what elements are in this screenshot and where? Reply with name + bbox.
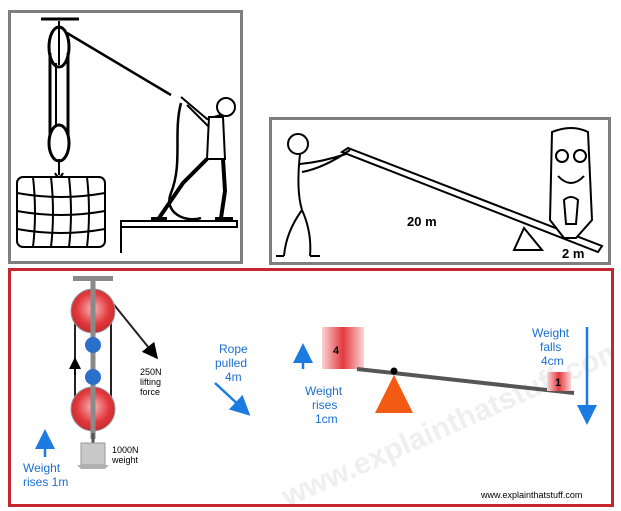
1000n-weight-block (80, 442, 106, 466)
small-pulley-top (85, 337, 101, 353)
seesaw-pivot (390, 367, 398, 375)
short-arm-label: 2 m (562, 246, 584, 261)
credit-url: www.explainthatstuff.com (480, 490, 582, 500)
left-weight-block (322, 327, 364, 369)
seesaw-falls-label-1: Weight (532, 326, 570, 340)
seesaw-falls-label-3: 4cm (541, 354, 564, 368)
lever-man-drawing: 20 m 2 m (276, 127, 604, 261)
platform (120, 220, 238, 228)
seesaw-fulcrum (375, 375, 413, 413)
pulley-ceiling (73, 276, 113, 281)
rope-pulled-label-2: pulled (215, 356, 247, 370)
long-arm-label: 20 m (407, 214, 437, 229)
right-weight-block (547, 372, 571, 391)
pulling-man (151, 96, 236, 221)
left-weight-label: 4 (333, 345, 340, 357)
totem-statue (548, 127, 594, 239)
lever-man-panel: 20 m 2 m (269, 117, 611, 265)
pulley-man-drawing (16, 17, 238, 253)
seesaw-rises-label-1: Weight (305, 384, 343, 398)
seesaw (322, 327, 575, 413)
weight-label-2: weight (111, 455, 139, 465)
rope-pulled-label-3: 4m (225, 370, 242, 384)
lower-pulley (47, 123, 71, 163)
force-label-2: lifting (140, 377, 161, 387)
pulley-rises-label-2: rises 1m (23, 475, 68, 489)
long-lever (339, 146, 604, 254)
rope-pulled-arrow (214, 382, 251, 416)
seesaw-rises-label-2: rises (312, 398, 337, 412)
pull-rope (66, 31, 172, 97)
pulley-man-panel (8, 10, 243, 264)
force-label-3: force (140, 387, 160, 397)
seesaw-falls-label-2: falls (540, 340, 561, 354)
comparison-drawing: www.explainthatstuff.com 250N (23, 276, 611, 504)
pulley-rises-label-1: Weight (23, 461, 61, 475)
pulley-system (69, 276, 159, 469)
rope-pulled-label-1: Rope (219, 342, 248, 356)
cotton-bale (16, 176, 106, 248)
right-weight-label: 1 (555, 377, 561, 389)
small-pulley-bottom (85, 369, 101, 385)
lever-fulcrum (512, 226, 545, 251)
lifting-force-arrow (110, 300, 159, 360)
comparison-panel: www.explainthatstuff.com 250N (8, 268, 614, 507)
force-label-1: 250N (140, 367, 162, 377)
seesaw-rises-label-3: 1cm (315, 412, 338, 426)
weight-label-1: 1000N (112, 445, 139, 455)
stick-man (276, 133, 351, 257)
